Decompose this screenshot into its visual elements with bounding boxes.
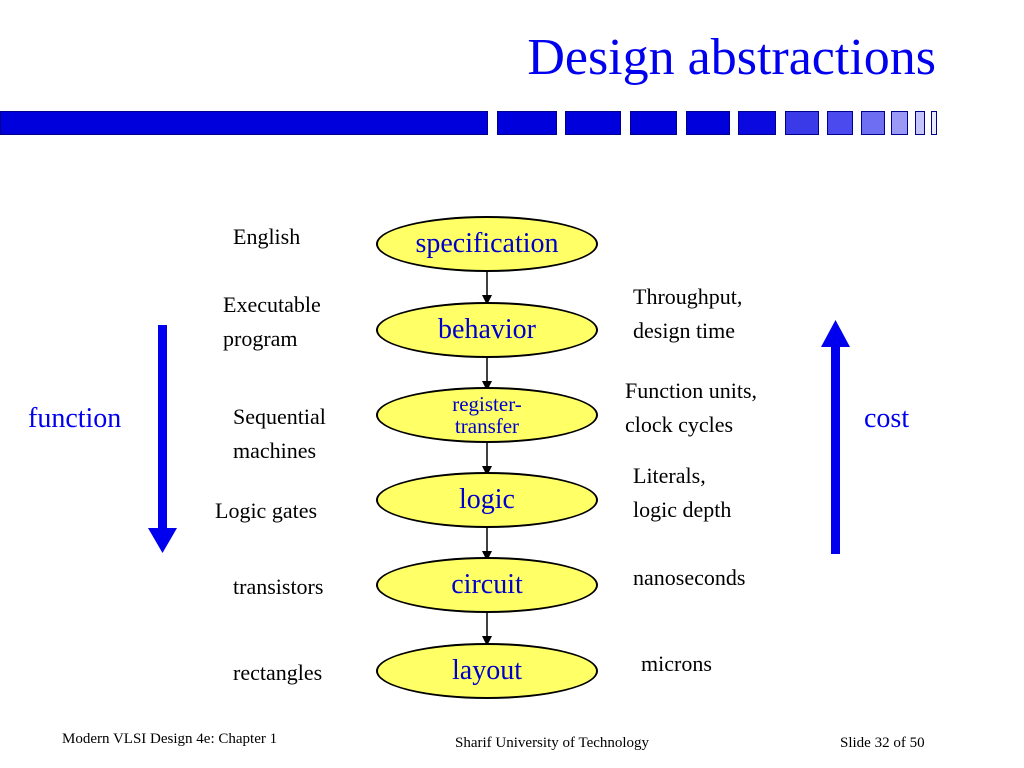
header-bar-segment [891,111,908,135]
level-label: register- transfer [452,391,522,438]
header-bar-segment [861,111,885,135]
level-label: specification [415,228,559,259]
slide-title: Design abstractions [527,29,936,86]
footer-left: Modern VLSI Design 4e: Chapter 1 [62,731,278,747]
right-label-function-units: Function units, clock cycles [625,378,758,437]
level-label: behavior [438,314,536,345]
header-bar-segment [630,111,677,135]
level-layout: layout [376,643,598,699]
function-axis-label: function [28,403,122,434]
function-arrow [148,325,177,553]
header-bar-segment [915,111,925,135]
header-bar-segment [0,111,488,135]
right-label-nanoseconds: nanoseconds [633,565,746,590]
left-label-transistors: transistors [233,574,324,599]
level-behavior: behavior [376,302,598,358]
level-logic: logic [376,472,598,528]
header-bar-segment [738,111,776,135]
header-bar-segment [497,111,557,135]
header-bar-segment [565,111,621,135]
header-bar-segment [686,111,730,135]
level-specification: specification [376,216,598,272]
header-bar-segment [785,111,819,135]
left-label-sequential-machines: Sequential machines [233,404,326,463]
level-label: layout [452,655,522,686]
level-label: logic [459,484,515,515]
header-bar-segment [931,111,937,135]
level-register-transfer: register- transfer [376,387,598,443]
right-label-throughput: Throughput, design time [633,284,743,343]
cost-arrow [821,320,850,554]
right-label-microns: microns [641,651,712,676]
left-label-logic-gates: Logic gates [215,498,318,523]
left-label-rectangles: rectangles [233,660,323,685]
footer-center: Sharif University of Technology [455,735,650,751]
footer-right: Slide 32 of 50 [840,735,925,751]
level-label: circuit [451,569,523,600]
left-label-executable-program: Executable program [223,292,321,351]
left-label-english: English [233,224,301,249]
cost-axis-label: cost [864,403,910,434]
header-bar-segment [827,111,853,135]
level-circuit: circuit [376,557,598,613]
right-label-literals: Literals, logic depth [633,463,732,522]
